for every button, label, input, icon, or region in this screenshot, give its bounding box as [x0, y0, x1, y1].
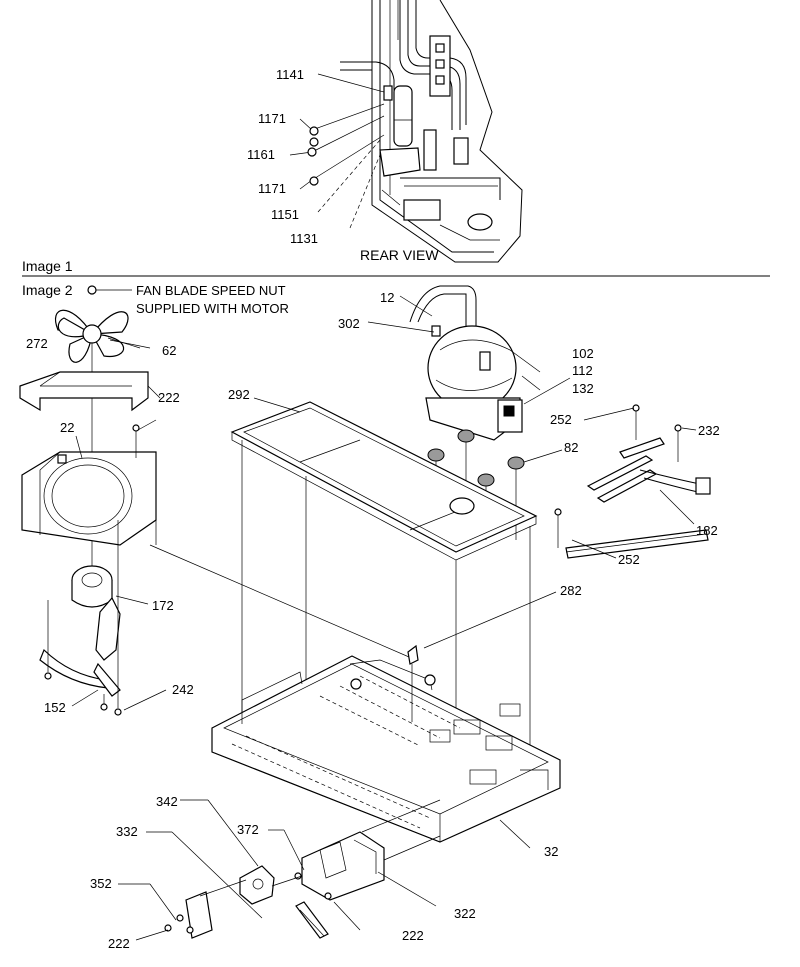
callout-252: 252: [618, 552, 640, 567]
note-speed-nut-line1: FAN BLADE SPEED NUT: [136, 283, 286, 298]
callout-132: 132: [572, 381, 594, 396]
callout-322: 322: [454, 906, 476, 921]
image-1-caption: Image 1: [22, 258, 73, 274]
callout-1161: 1161: [247, 147, 275, 162]
callout-332: 332: [116, 824, 138, 839]
clip-282: [407, 644, 419, 722]
callout-272: 272: [26, 336, 48, 351]
note-speed-nut-line2: SUPPLIED WITH MOTOR: [136, 301, 289, 316]
callout-222: 222: [402, 928, 424, 943]
rear-view-callouts: 1141 1171 1161 1171 1151 1131 REAR VIEW: [247, 67, 439, 263]
callout-282: 282: [560, 583, 582, 598]
callout-172: 172: [152, 598, 174, 613]
callout-22: 22: [60, 420, 74, 435]
base-pan: [211, 655, 561, 843]
rear-view-caption: REAR VIEW: [360, 247, 439, 263]
callout-1151: 1151: [271, 207, 299, 222]
image-2-caption: Image 2: [22, 282, 73, 298]
leader-lines: [71, 295, 697, 941]
fan-cover: [19, 371, 149, 412]
callout-1171: 1171: [258, 111, 286, 126]
callout-102: 102: [572, 346, 594, 361]
callout-1171: 1171: [258, 181, 286, 196]
callout-82: 82: [564, 440, 578, 455]
callout-302: 302: [338, 316, 360, 331]
callout-152: 152: [44, 700, 66, 715]
rear-view-drawing: [289, 0, 523, 263]
callout-112: 112: [572, 363, 593, 378]
callout-222: 222: [158, 390, 180, 405]
callout-1141: 1141: [276, 67, 304, 82]
callout-1131: 1131: [290, 231, 318, 246]
callout-242: 242: [172, 682, 194, 697]
callout-252: 252: [550, 412, 572, 427]
assembly-callouts: 12 302 102 112 132 272 62 222 22 292 252…: [26, 290, 720, 951]
callout-372: 372: [237, 822, 259, 837]
drain-pan: [149, 401, 538, 800]
compressor: [409, 285, 541, 441]
callout-182: 182: [696, 523, 718, 538]
fan-blade: [54, 285, 151, 600]
control-assembly: [164, 799, 441, 939]
callout-232: 232: [698, 423, 720, 438]
callout-342: 342: [156, 794, 178, 809]
wire-harness: [554, 404, 711, 559]
callout-352: 352: [90, 876, 112, 891]
fan-motor: [39, 520, 157, 716]
callout-222: 222: [108, 936, 130, 951]
callout-12: 12: [380, 290, 394, 305]
callout-32: 32: [544, 844, 558, 859]
fan-shroud: [21, 424, 157, 546]
callout-62: 62: [162, 343, 176, 358]
callout-292: 292: [228, 387, 250, 402]
